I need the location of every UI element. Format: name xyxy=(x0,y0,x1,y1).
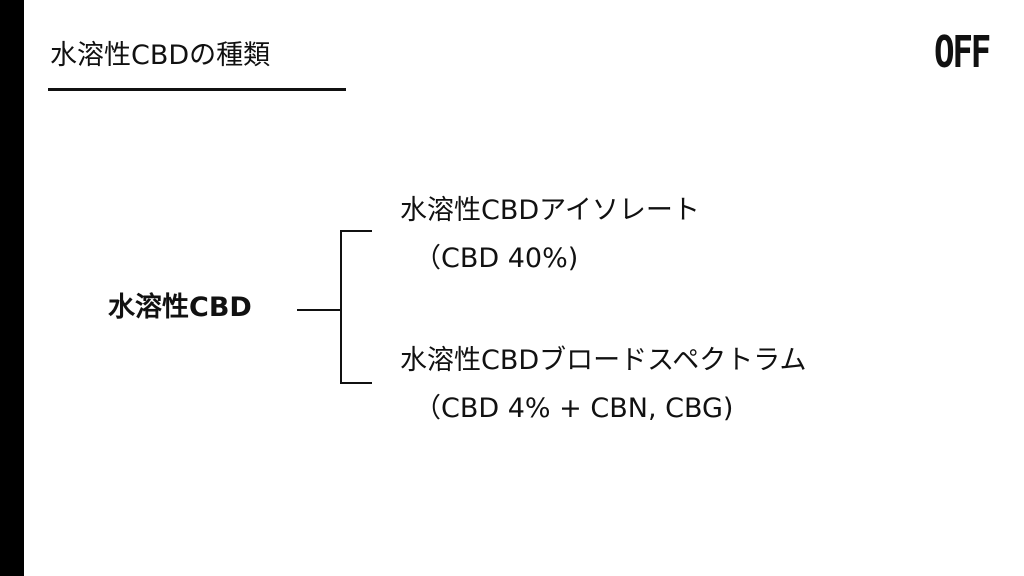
branch-isolate-name: 水溶性CBDアイソレート xyxy=(400,195,700,226)
branch-broad-spectrum-name: 水溶性CBDブロードスペクトラム xyxy=(400,345,807,376)
branch-broad-spectrum-detail: （CBD 4% + CBN, CBG) xyxy=(414,393,734,424)
title-underline xyxy=(48,88,346,91)
slide-title: 水溶性CBDの種類 xyxy=(50,40,271,71)
branch-isolate: 水溶性CBDアイソレート （CBD 40%) xyxy=(400,187,700,283)
branch-isolate-detail: （CBD 40%) xyxy=(414,243,579,274)
left-accent-bar xyxy=(0,0,24,576)
diagram-root-label: 水溶性CBD xyxy=(108,292,252,323)
branch-broad-spectrum: 水溶性CBDブロードスペクトラム （CBD 4% + CBN, CBG) xyxy=(400,337,806,433)
brand-logo: OFF xyxy=(934,27,991,78)
